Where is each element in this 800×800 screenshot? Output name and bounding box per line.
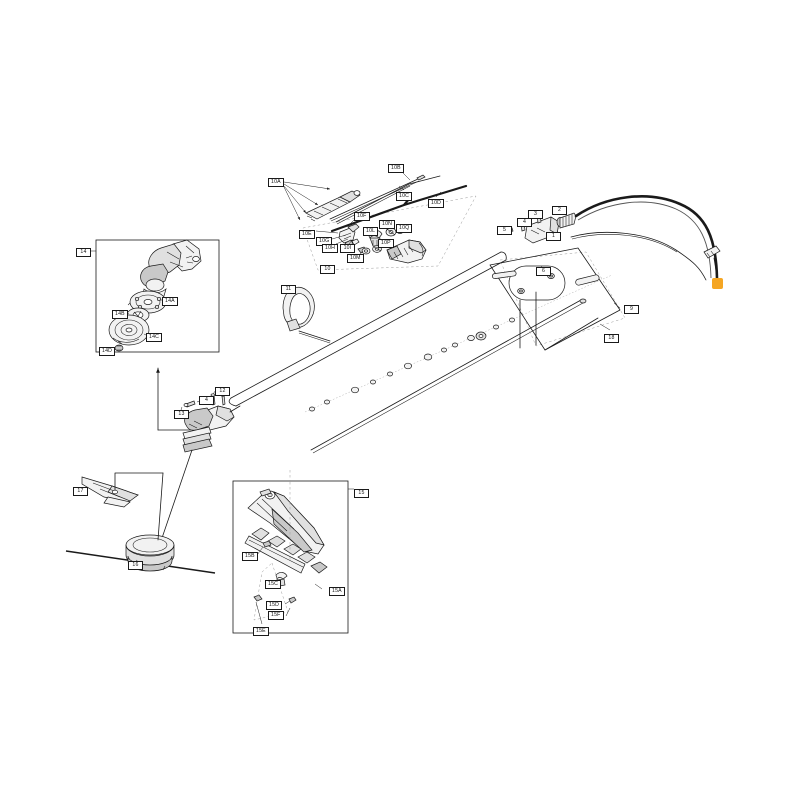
callout-10[interactable]: 10 [320, 265, 335, 274]
flexible-conduit [559, 212, 577, 229]
part-10B-rod [329, 174, 426, 222]
callout-14C[interactable]: 14C [146, 333, 163, 342]
gearhead-lower [161, 389, 241, 539]
callout-10N[interactable]: 10N [379, 220, 396, 229]
guard-assembly-box [232, 470, 354, 634]
part-14C-pulley [108, 314, 150, 346]
callout-14D[interactable]: 14D [99, 347, 116, 356]
part-left-grip [305, 190, 361, 222]
selected-part-marker[interactable] [712, 278, 723, 289]
part-15-guard-rail [244, 527, 328, 574]
callout-12[interactable]: 12 [215, 387, 230, 396]
callout-15[interactable]: 15 [354, 489, 369, 498]
callout-10L[interactable]: 10L [363, 227, 379, 236]
callout-2[interactable]: 2 [552, 206, 567, 215]
callout-17[interactable]: 17 [73, 487, 88, 496]
callout-10Q[interactable]: 10Q [396, 224, 413, 233]
part-11-debris-guard [282, 286, 331, 344]
callout-15F[interactable]: 15F [268, 611, 284, 620]
callout-14[interactable]: 14 [76, 248, 91, 257]
callout-11[interactable]: 11 [281, 285, 296, 294]
callout-14A[interactable]: 14A [162, 297, 178, 306]
gearhead-assembly-box [90, 239, 220, 431]
inner-flex-shaft [310, 298, 587, 454]
callout-10B[interactable]: 10B [388, 164, 404, 173]
callout-10E[interactable]: 10E [299, 230, 315, 239]
callout-5[interactable]: 5 [497, 226, 512, 235]
drive-shaft-tube [228, 251, 507, 407]
callout-10M[interactable]: 10M [347, 254, 364, 263]
callout-4-top[interactable]: 4 [517, 218, 532, 227]
frame-bars [475, 270, 600, 351]
bushing-row [304, 274, 613, 413]
callout-15E[interactable]: 15E [253, 627, 269, 636]
callout-9[interactable]: 9 [624, 305, 639, 314]
callout-10H[interactable]: 10H [322, 244, 339, 253]
part-15-guard-shell [247, 488, 325, 555]
part-right-grip [386, 239, 427, 264]
callout-13[interactable]: 13 [174, 410, 189, 419]
part-14D-nut [114, 344, 124, 352]
throttle-trigger-cluster [338, 223, 404, 255]
callout-10A[interactable]: 10A [268, 178, 284, 187]
gearbox-housing-14 [140, 239, 202, 300]
callout-3[interactable]: 3 [528, 210, 543, 219]
callout-15A[interactable]: 15A [329, 587, 345, 596]
callout-6[interactable]: 6 [536, 267, 551, 276]
callout-10C[interactable]: 10C [396, 192, 413, 201]
callout-18[interactable]: 18 [604, 334, 619, 343]
callout-4-bottom[interactable]: 4 [199, 396, 214, 405]
callout-10F[interactable]: 10F [354, 212, 370, 221]
callout-15D[interactable]: 15D [266, 601, 283, 610]
callout-1[interactable]: 1 [546, 232, 561, 241]
callout-10I[interactable]: 10I [340, 244, 355, 253]
part-17-blade [81, 472, 164, 508]
callout-16[interactable]: 16 [128, 561, 143, 570]
callout-15B[interactable]: 15B [242, 552, 258, 561]
callout-10D[interactable]: 10D [428, 199, 445, 208]
callout-14B[interactable]: 14B [112, 310, 128, 319]
engine-frame-18 [475, 247, 626, 351]
callout-15C[interactable]: 15C [265, 580, 282, 589]
callout-10P[interactable]: 10P [378, 239, 394, 248]
